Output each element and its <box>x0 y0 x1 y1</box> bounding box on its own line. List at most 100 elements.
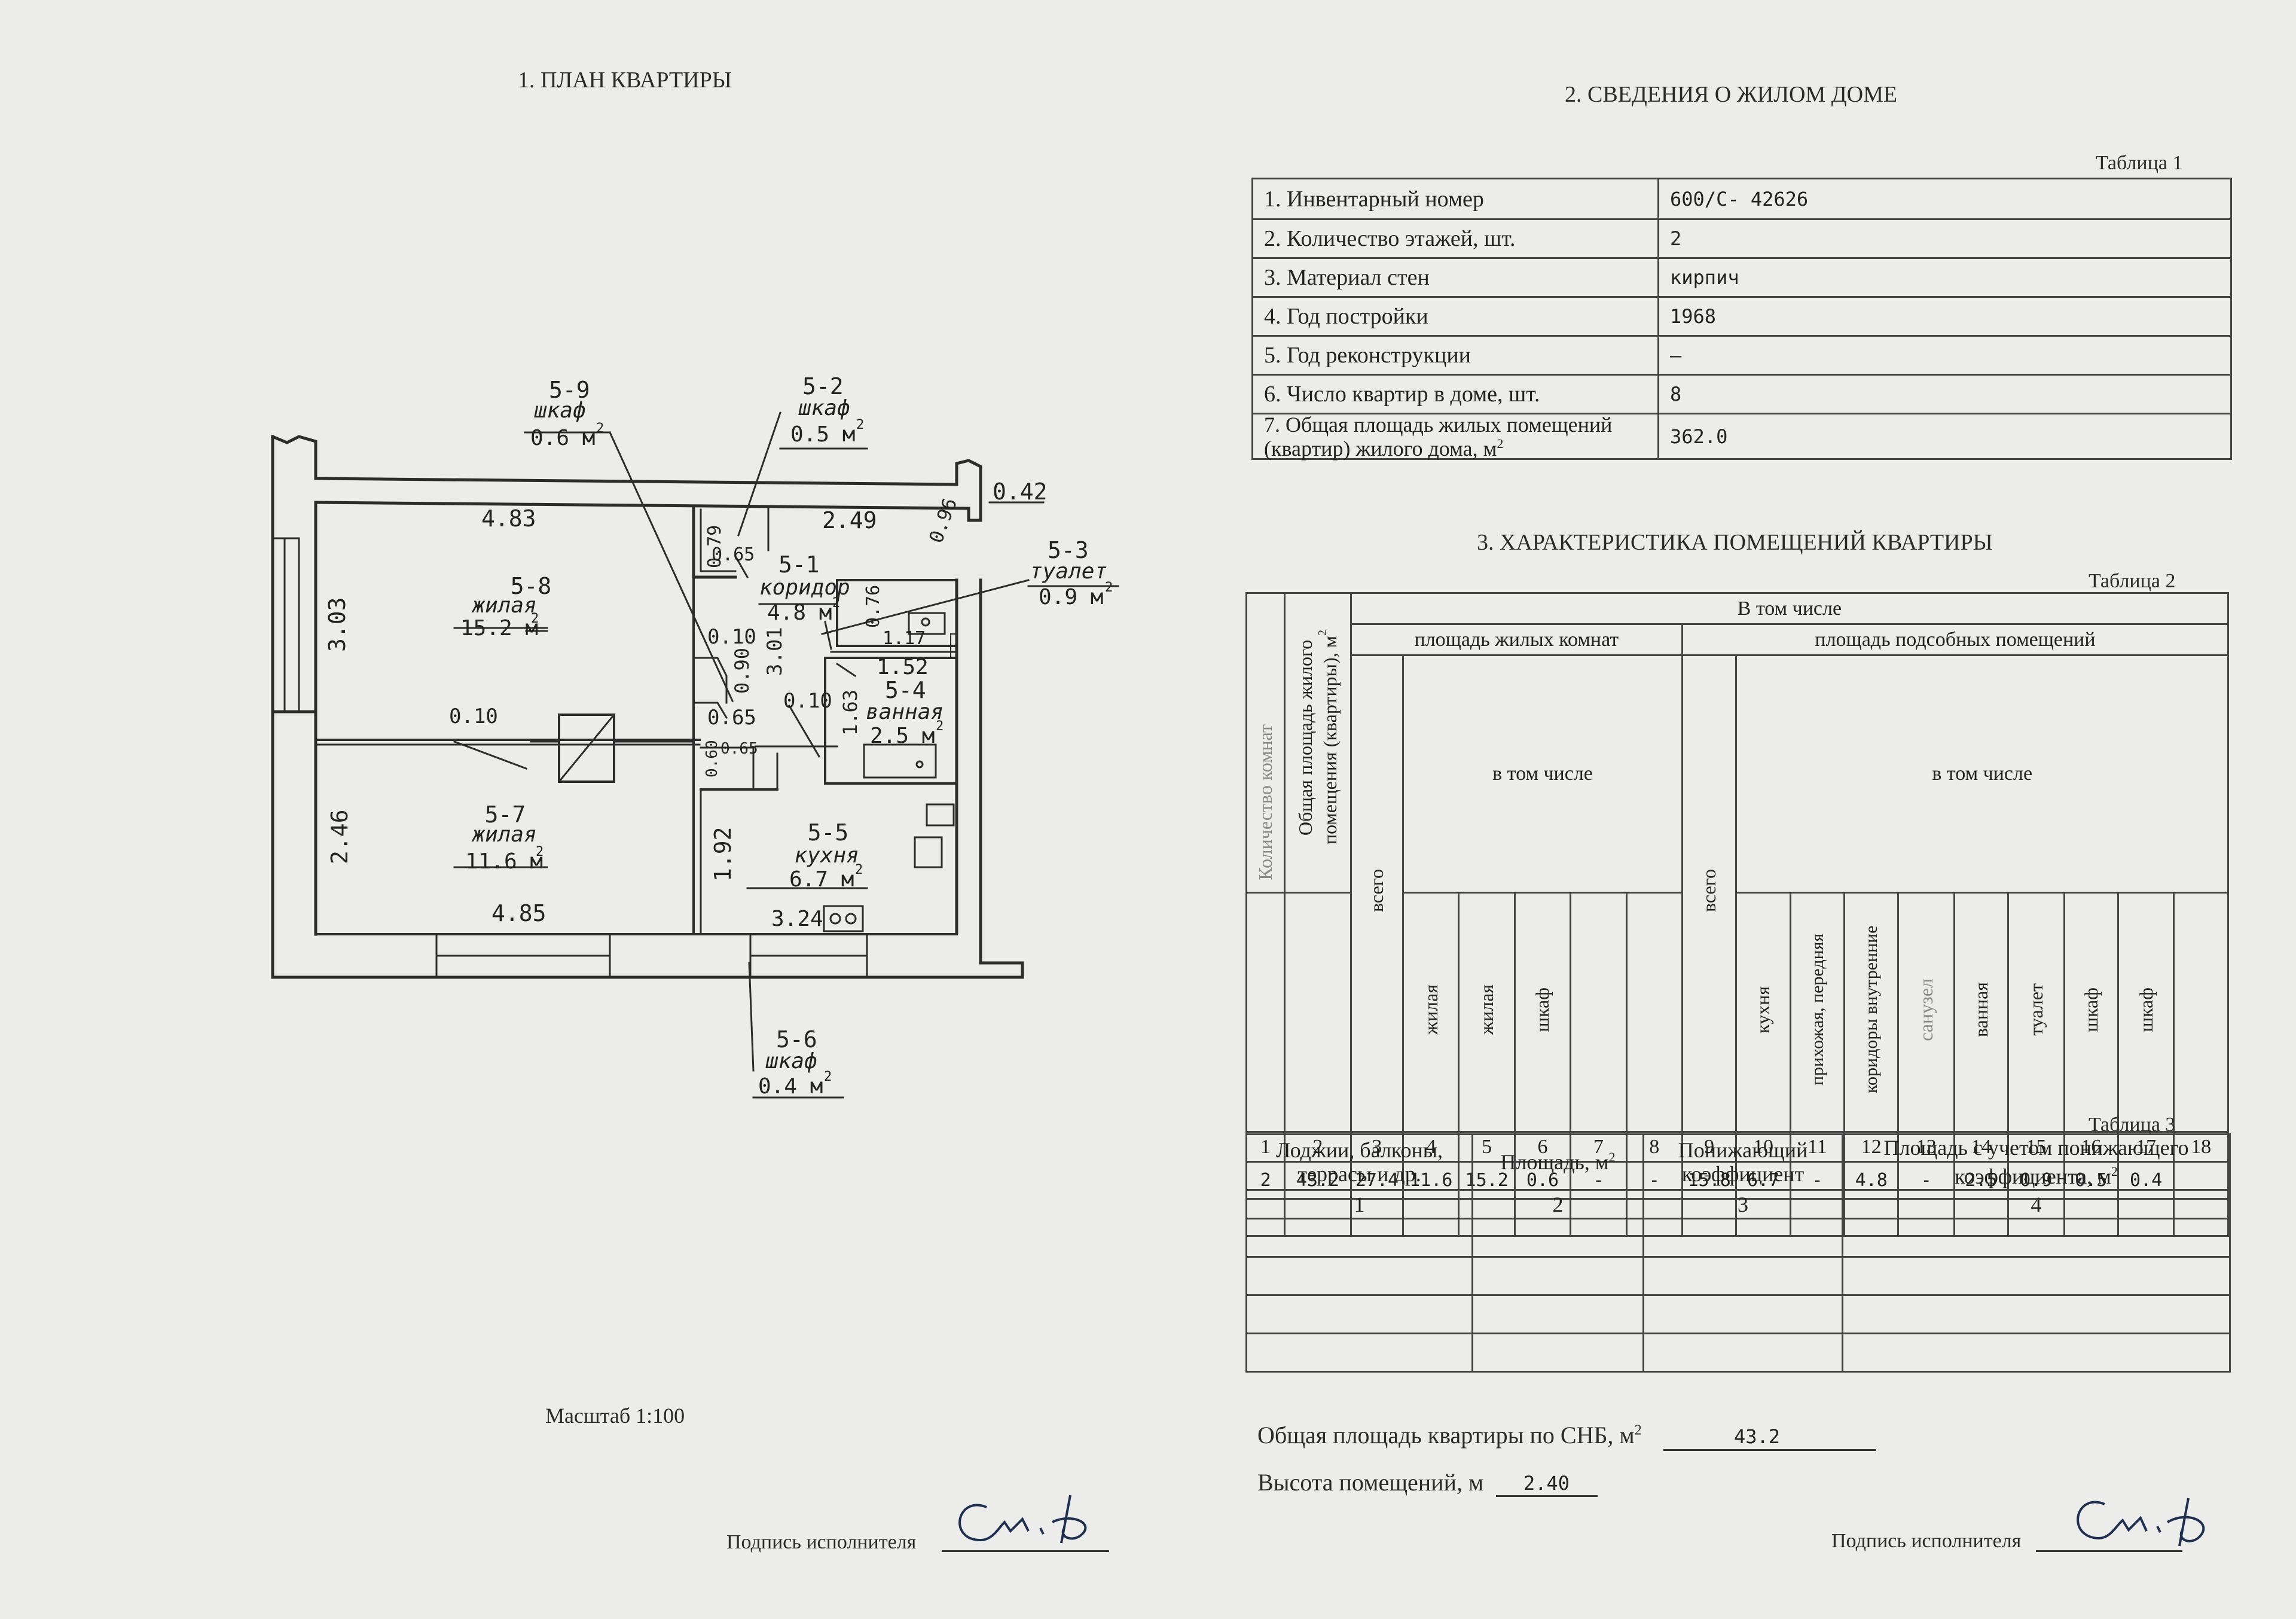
header-living-sub-including: в том числе <box>1402 654 1683 894</box>
col-header-rooms-count: Количество комнат <box>1245 592 1286 894</box>
dim-0-65: 0.65 <box>712 544 755 565</box>
room-5-1-area: 4.8 м <box>767 600 832 625</box>
label-line-1: 7. Общая площадь жилых помещений <box>1264 412 1613 437</box>
col-rooms-count-label: Количество комнат <box>1254 724 1277 880</box>
col-header: шкаф <box>2063 892 2119 1133</box>
balcony-col-3-header: Понижающий коэффициент <box>1642 1133 1843 1191</box>
balcony-col-2-header: Площадь, м2 <box>1471 1133 1644 1191</box>
room-5-6-code: 5-6 <box>776 1026 817 1053</box>
plan-signature-label: Подпись исполнителя <box>726 1531 917 1553</box>
header-aux-sub-including: в том числе <box>1735 654 2229 894</box>
col-header-label: туалет <box>2025 983 2047 1036</box>
col-header: туалет <box>2007 892 2065 1133</box>
house-row-label: 1. Инвентарный номер <box>1251 178 1659 220</box>
room-5-8-type: жилая <box>472 593 537 618</box>
header-living-area: площадь жилых комнат <box>1349 623 1683 656</box>
signature-line <box>942 1550 1109 1552</box>
col-aux-total: всего <box>1681 654 1738 1133</box>
col-header-label: шкаф <box>1531 987 1553 1032</box>
superscript-2: 2 <box>596 421 604 436</box>
dim-1-52: 1.52 <box>877 655 929 679</box>
col-aux-total-label: всего <box>1698 869 1720 913</box>
col-total-area-text: Общая площадь жилого помещения (квартиры… <box>1294 636 1341 845</box>
superscript-2: 2 <box>856 417 865 432</box>
balcony-col-1-header: Лоджии, балконы, террасы и др. <box>1245 1133 1473 1191</box>
room-5-1-type: коридор <box>759 575 850 600</box>
col-header <box>1625 892 1683 1133</box>
dim-0-60: 0.60 <box>703 740 721 778</box>
superscript-2: 2 <box>832 596 841 611</box>
col-header-label: санузел <box>1915 978 1937 1041</box>
table-1-label: Таблица 1 <box>2096 152 2183 174</box>
superscript-2: 2 <box>1316 630 1330 636</box>
balcony-col-2-text: Площадь, м <box>1500 1150 1609 1174</box>
room-5-5-type: кухня <box>794 843 859 868</box>
superscript-2: 2 <box>1497 435 1504 451</box>
dim-0-10: 0.10 <box>707 625 756 649</box>
header-aux-area: площадь подсобных помещений <box>1681 623 2230 656</box>
plan-scale: Масштаб 1:100 <box>545 1404 685 1428</box>
summary-signature-label: Подпись исполнителя <box>1831 1530 2022 1552</box>
room-height-underline <box>1496 1495 1598 1497</box>
dim-1-17: 1.17 <box>883 628 926 649</box>
superscript-2: 2 <box>1105 580 1113 595</box>
dim-2-46: 2.46 <box>326 809 353 864</box>
house-row-label: 5. Год реконструкции <box>1251 335 1659 376</box>
dim-1-92: 1.92 <box>710 827 736 882</box>
house-row-value: 8 <box>1657 374 2232 414</box>
label-line-2: (квартир) жилого дома, м <box>1264 436 1497 461</box>
dim-0-76: 0.76 <box>863 584 884 628</box>
house-row-value: 1968 <box>1657 296 2232 337</box>
room-5-4-type: ванная <box>866 700 944 724</box>
house-row-value: — <box>1657 335 2232 376</box>
balcony-col-number: 3 <box>1642 1189 1843 1219</box>
balcony-col-number: 1 <box>1245 1189 1473 1219</box>
col-header-label: жилая <box>1476 984 1498 1035</box>
superscript-2: 2 <box>824 1069 832 1084</box>
col-header: шкаф <box>1513 892 1572 1133</box>
dim-0-65: 0.65 <box>707 706 756 730</box>
col-header <box>1570 892 1628 1133</box>
superscript-2: 2 <box>2111 1164 2118 1179</box>
table-2-label: Таблица 2 <box>2089 570 2176 592</box>
balcony-col-number: 2 <box>1471 1189 1644 1219</box>
superscript-2: 2 <box>1608 1150 1616 1164</box>
col-living-total-label: всего <box>1366 869 1388 913</box>
empty-row <box>1245 1333 2231 1373</box>
rooms-table-title: 3. ХАРАКТЕРИСТИКА ПОМЕЩЕНИЙ КВАРТИРЫ <box>1477 530 1993 555</box>
total-area-label-text: Общая площадь квартиры по СНБ, м <box>1257 1422 1635 1449</box>
room-5-9-code: 5-9 <box>549 377 590 403</box>
empty-row <box>1245 1256 2231 1296</box>
room-5-2-area: 0.5 м <box>790 422 856 447</box>
col-header <box>2173 892 2229 1133</box>
col-header-label: шкаф <box>2135 987 2157 1032</box>
room-5-5-area: 6.7 м <box>789 867 854 892</box>
room-5-9-type: шкаф <box>534 398 586 423</box>
room-5-6-area: 0.4 м <box>758 1074 823 1099</box>
house-row-value: 362.0 <box>1657 413 2232 460</box>
col-total-area-label: Общая площадь жилого помещения (квартиры… <box>1294 594 1341 881</box>
dim-0-10: 0.10 <box>449 705 498 728</box>
room-5-9-area: 0.6 м <box>530 426 596 450</box>
room-5-3-code: 5-3 <box>1048 537 1089 563</box>
dim-0-10: 0.10 <box>783 689 832 713</box>
col-living-total: всего <box>1349 654 1405 1133</box>
col-header: кухня <box>1735 892 1791 1133</box>
col-header <box>1284 892 1352 1133</box>
dim-0-90: 0.90 <box>731 647 753 694</box>
plan-title: 1. ПЛАН КВАРТИРЫ <box>518 68 732 93</box>
house-row-value: 600/С- 42626 <box>1657 178 2232 220</box>
room-5-4-area: 2.5 м <box>870 724 935 748</box>
dim-2-49: 2.49 <box>822 507 877 533</box>
room-5-7-area: 11.6 м <box>465 849 544 874</box>
col-header-label: коридоры внутренние <box>1861 925 1882 1094</box>
dim-0-65: 0.65 <box>720 740 758 758</box>
superscript-2: 2 <box>855 862 863 877</box>
table-3-label: Таблица 3 <box>2089 1114 2176 1136</box>
col-header: прихожая, передняя <box>1789 892 1846 1133</box>
room-5-1-code: 5-1 <box>778 551 820 578</box>
room-5-2-type: шкаф <box>798 396 850 420</box>
dim-4-83: 4.83 <box>481 505 536 532</box>
superscript-2: 2 <box>1634 1422 1642 1438</box>
